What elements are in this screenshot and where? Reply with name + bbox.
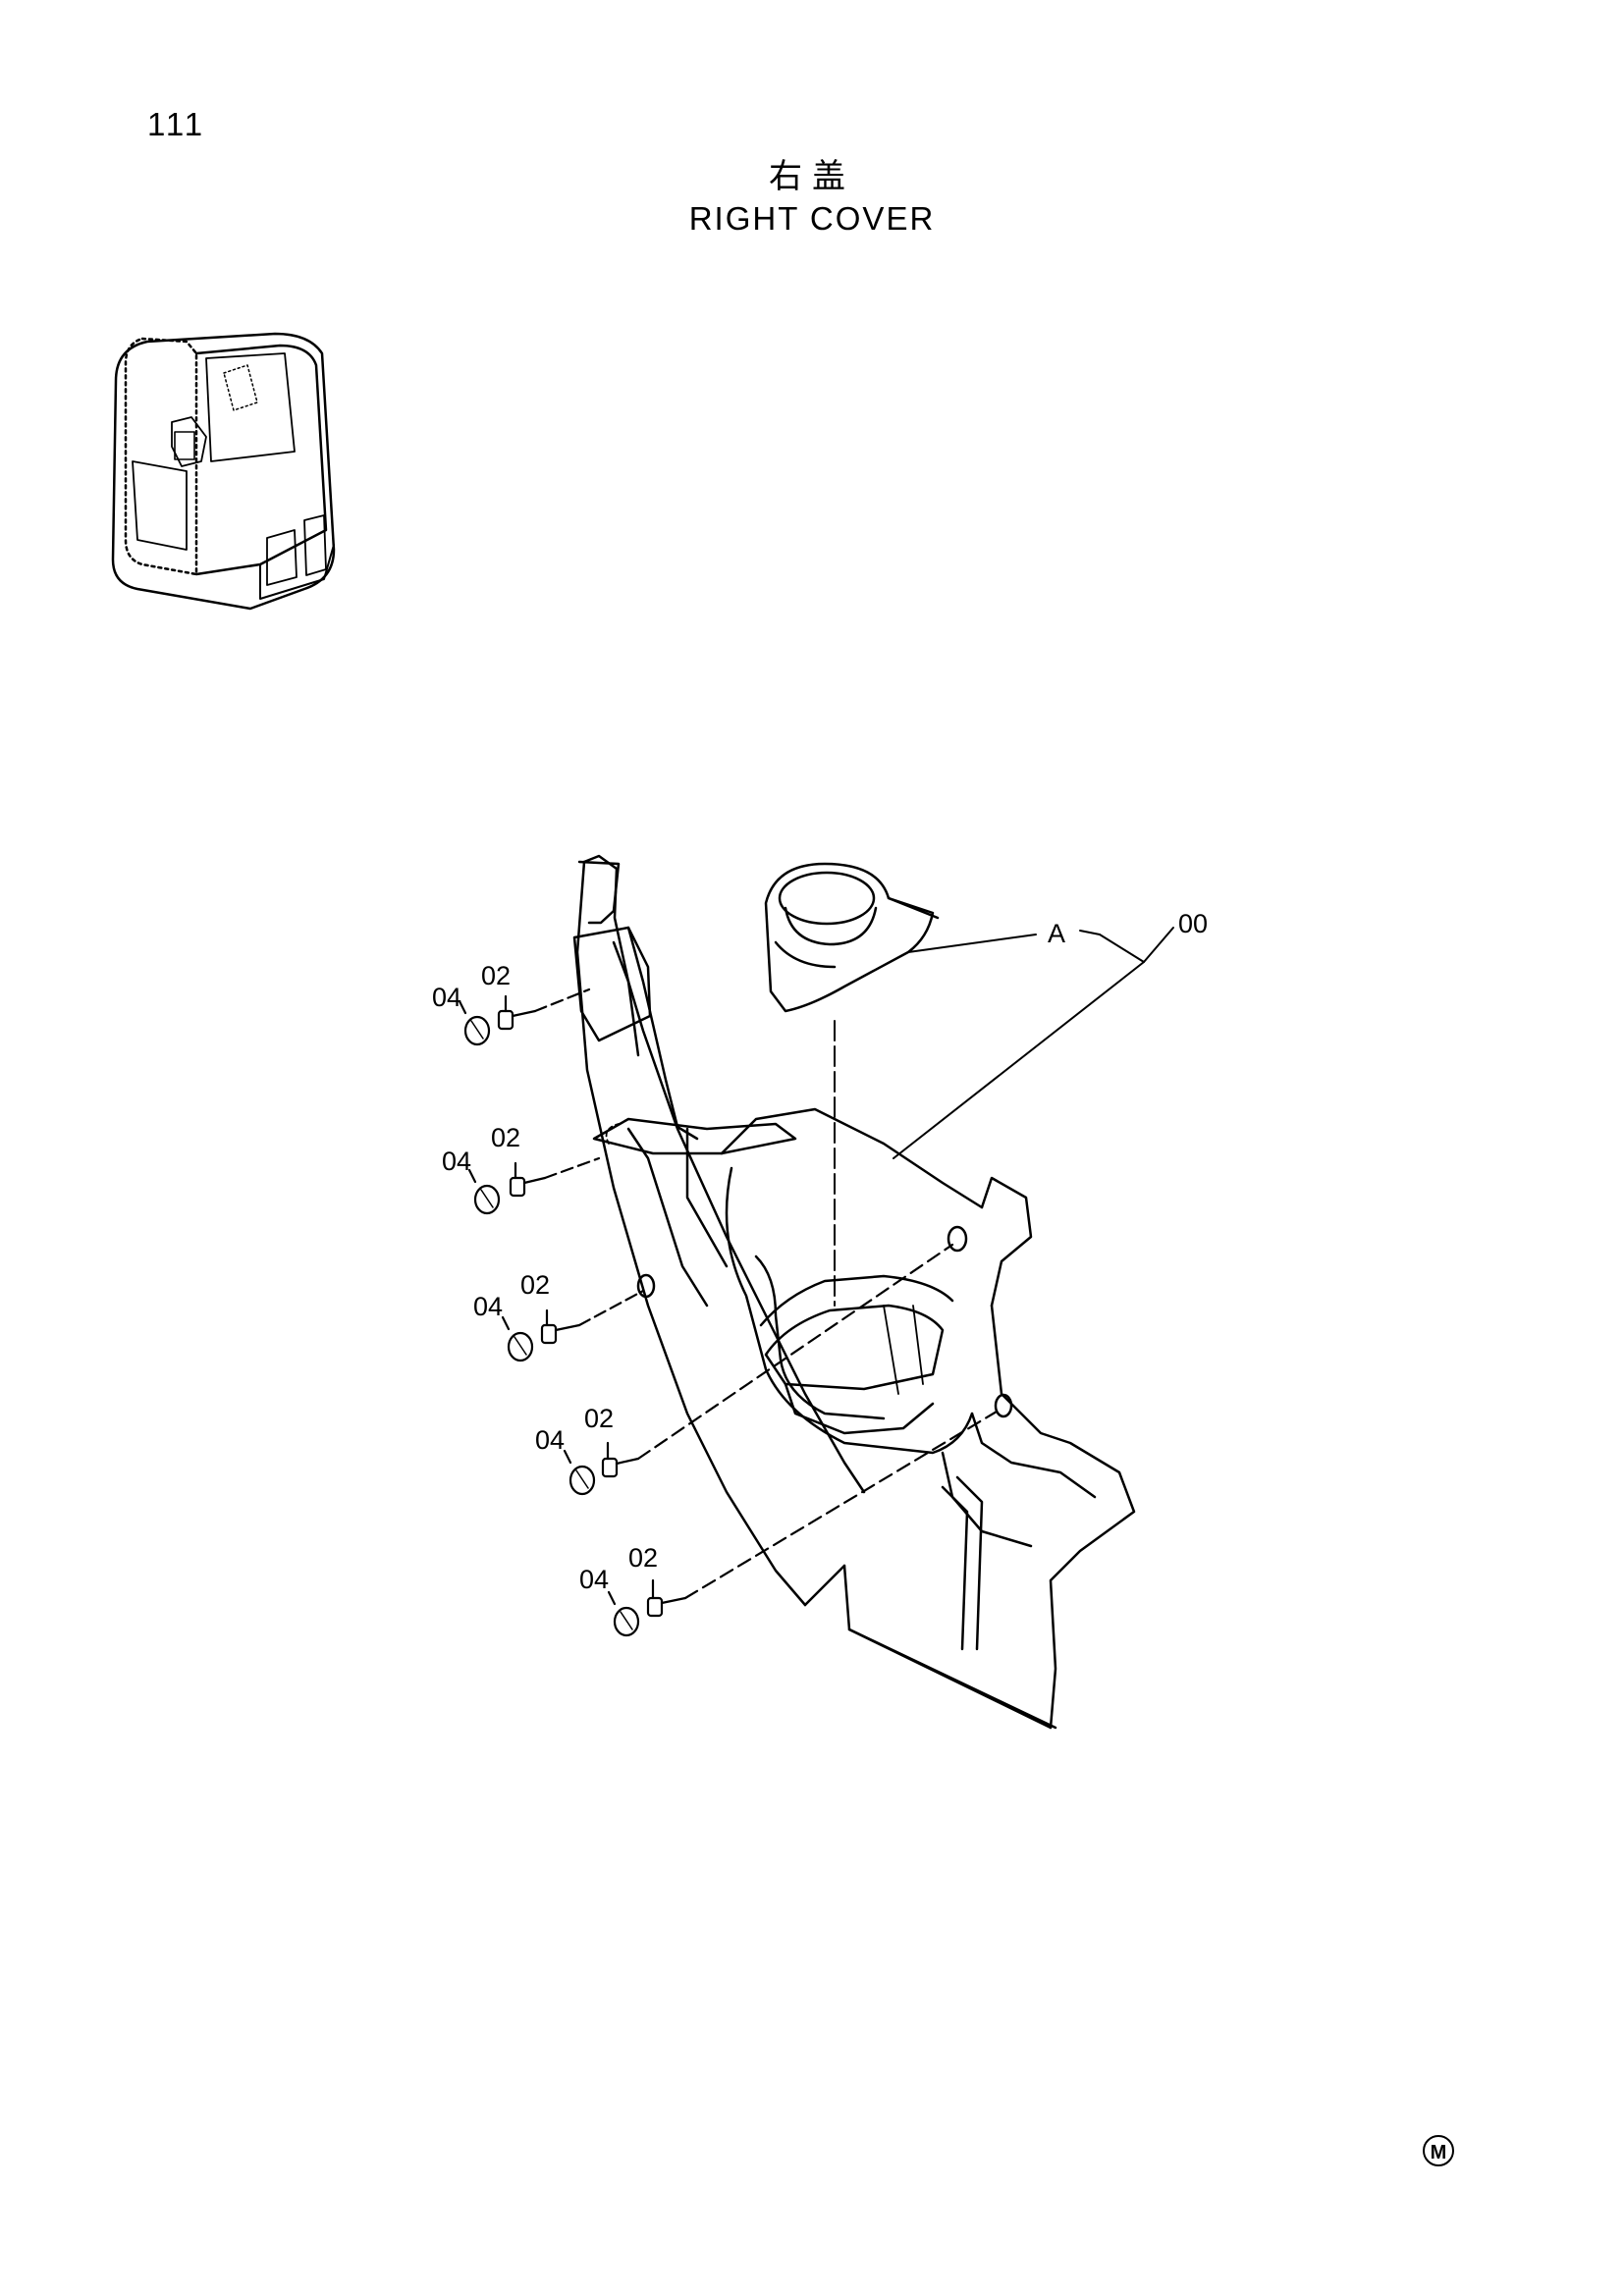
callout-04: 04 <box>535 1425 565 1455</box>
callout-04: 04 <box>432 983 461 1012</box>
callout-00: 00 <box>1178 909 1208 938</box>
callout-04: 04 <box>442 1147 471 1176</box>
cab-locator-thumbnail <box>111 332 336 611</box>
right-cover-panel <box>572 854 1136 1730</box>
fastener-set-1 <box>458 988 591 1046</box>
page-number: 111 <box>147 106 206 142</box>
fastener-set-4 <box>563 1243 954 1496</box>
callout-02: 02 <box>481 961 511 990</box>
callout-02: 02 <box>628 1543 658 1573</box>
duct-vent-detail-a <box>764 862 940 1013</box>
callout-02: 02 <box>491 1123 520 1152</box>
fastener-set-3 <box>501 1289 645 1362</box>
leader-lines <box>834 927 1174 1307</box>
callout-04: 04 <box>579 1565 609 1594</box>
title-english: RIGHT COVER <box>688 200 936 237</box>
title-chinese: 右盖 <box>769 157 855 196</box>
fastener-set-2 <box>467 1156 601 1215</box>
callout-labels: 00 A 04 02 04 02 04 02 04 02 04 02 <box>432 909 1208 1594</box>
callout-02: 02 <box>520 1270 550 1300</box>
callout-04: 04 <box>473 1292 503 1321</box>
callout-02: 02 <box>584 1404 614 1433</box>
circled-m-mark: M <box>1423 2135 1454 2166</box>
fastener-set-5 <box>607 1410 999 1637</box>
circled-m-letter: M <box>1431 2142 1447 2163</box>
callout-a: A <box>1048 919 1065 948</box>
